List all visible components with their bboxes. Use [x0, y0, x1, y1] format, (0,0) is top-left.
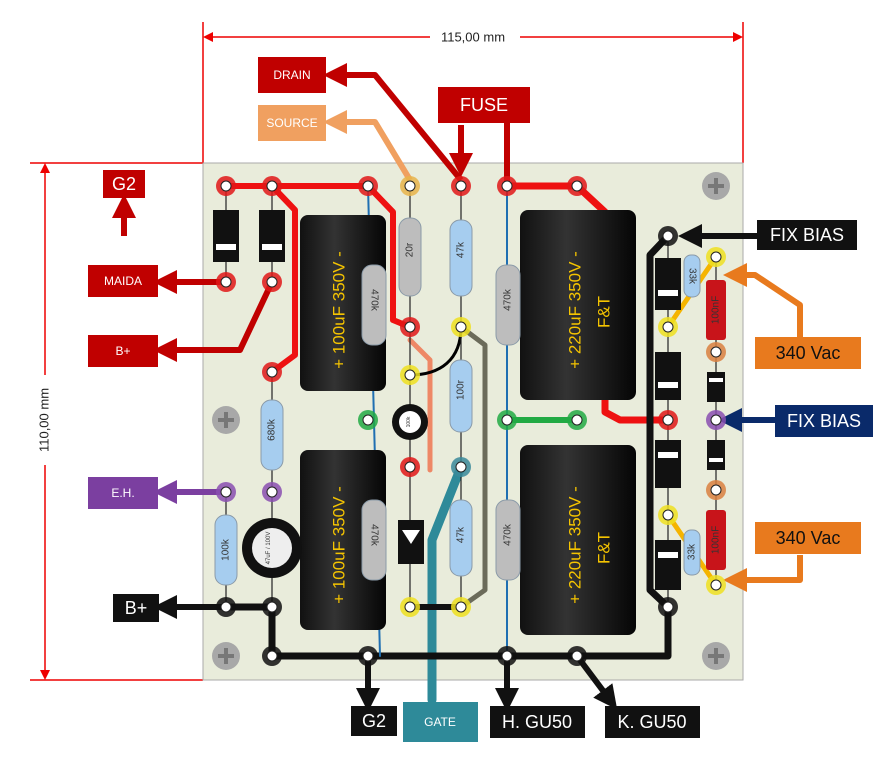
resistor-label: 470k [368, 289, 379, 312]
label-340vac-1: 340 Vac [776, 343, 841, 363]
solder-pad [658, 597, 678, 617]
solder-pad [451, 317, 471, 337]
solder-pad [706, 410, 726, 430]
connection-arrows [112, 63, 803, 712]
solder-pad [400, 365, 420, 385]
solder-pad [216, 272, 236, 292]
screw-icon [212, 406, 240, 434]
solder-pad [451, 457, 471, 477]
resistor-label: 33k [687, 543, 698, 560]
solder-pad [262, 646, 282, 666]
resistors [214, 217, 726, 586]
capacitor-label: 100nF [711, 296, 722, 324]
solder-pad [497, 410, 517, 430]
solder-pad [262, 176, 282, 196]
label-fix-bias-1: FIX BIAS [770, 225, 844, 245]
solder-pad [262, 597, 282, 617]
label-b-plus-red: B+ [115, 344, 130, 358]
resistor-label: 100k [221, 538, 232, 561]
solder-pads [216, 176, 726, 666]
solder-pad [262, 482, 282, 502]
capacitor-label: 100nF [711, 526, 722, 554]
label-fix-bias-2: FIX BIAS [787, 411, 861, 431]
solder-pad [216, 176, 236, 196]
solder-pad [262, 272, 282, 292]
cap-label: + 100uF 350V - [329, 251, 348, 369]
solder-pad [567, 176, 587, 196]
label-b-plus-black: B+ [125, 598, 148, 618]
screw-icon [702, 172, 730, 200]
cap-label: + 220uF 350V - [565, 251, 584, 369]
height-dimension-label: 110,00 mm [36, 388, 51, 452]
cap-label: + 220uF 350V - [565, 486, 584, 604]
cap-label: + 100uF 350V - [329, 486, 348, 604]
solder-pad [658, 505, 678, 525]
solder-pad [358, 410, 378, 430]
solder-pad [497, 646, 517, 666]
solder-pad [658, 317, 678, 337]
resistor-label: 470k [503, 288, 514, 311]
cap-brand-logo: F&T [594, 296, 613, 328]
solder-pad [706, 247, 726, 267]
solder-pad [400, 457, 420, 477]
small-cap-label: 47uF / 100V [266, 532, 272, 565]
diodes [213, 210, 725, 590]
solder-pad [567, 646, 587, 666]
resistor-label: 33k [686, 268, 697, 285]
solder-pad [567, 410, 587, 430]
label-maida: MAIDA [104, 274, 142, 288]
label-fuse: FUSE [460, 95, 508, 115]
solder-pad [706, 342, 726, 362]
trimmer-label: 100k [406, 416, 412, 427]
solder-pad [358, 176, 378, 196]
solder-pad [216, 597, 236, 617]
solder-pad [706, 480, 726, 500]
resistor-label: 47k [456, 241, 467, 258]
screw-icon [702, 642, 730, 670]
label-h-gu50: H. GU50 [502, 712, 572, 732]
solder-pad [216, 482, 236, 502]
solder-pad [400, 317, 420, 337]
label-340vac-2: 340 Vac [776, 528, 841, 548]
width-dimension-label: 115,00 mm [441, 29, 505, 44]
label-gate: GATE [424, 715, 456, 729]
solder-pad [451, 597, 471, 617]
label-eh: E.H. [111, 486, 134, 500]
resistor-label: 470k [368, 524, 379, 547]
solder-pad [497, 176, 517, 196]
label-k-gu50: K. GU50 [617, 712, 686, 732]
connection-labels: G2 MAIDA B+ E.H. B+ DRAIN SOURCE FUSE FI… [88, 57, 873, 742]
resistor-label: 470k [503, 523, 514, 546]
solder-pad [706, 575, 726, 595]
mounting-screws [212, 172, 730, 670]
solder-pad [358, 646, 378, 666]
solder-pad [658, 410, 678, 430]
solder-pad [451, 176, 471, 196]
solder-pad [400, 176, 420, 196]
solder-pad [400, 597, 420, 617]
solder-pad [658, 226, 678, 246]
label-g2-top: G2 [112, 174, 136, 194]
label-g2-bottom: G2 [362, 711, 386, 731]
solder-pad [262, 362, 282, 382]
resistor-label: 680k [267, 418, 278, 441]
label-drain: DRAIN [273, 68, 310, 82]
resistor-label: 47k [456, 526, 467, 543]
resistor-label: 20r [405, 242, 416, 257]
cap-brand-logo: F&T [594, 532, 613, 564]
resistor-label: 100r [456, 379, 467, 400]
screw-icon [212, 642, 240, 670]
resistor-labels: 470k 470k 470k 470k 20r 47k 100r 47k 680… [221, 241, 722, 561]
electrolytic-capacitors: + 100uF 350V - + 100uF 350V - + 220uF 35… [242, 210, 636, 635]
label-source: SOURCE [266, 116, 317, 130]
